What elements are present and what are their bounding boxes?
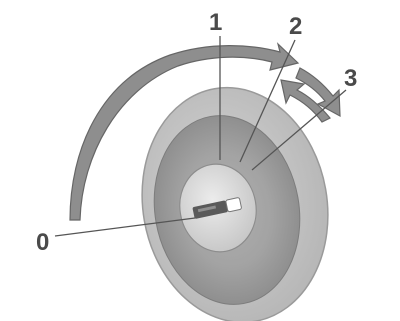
position-label-1: 1 (209, 9, 222, 36)
position-label-3: 3 (344, 65, 357, 92)
position-label-2: 2 (289, 13, 302, 40)
position-label-0: 0 (36, 229, 49, 256)
